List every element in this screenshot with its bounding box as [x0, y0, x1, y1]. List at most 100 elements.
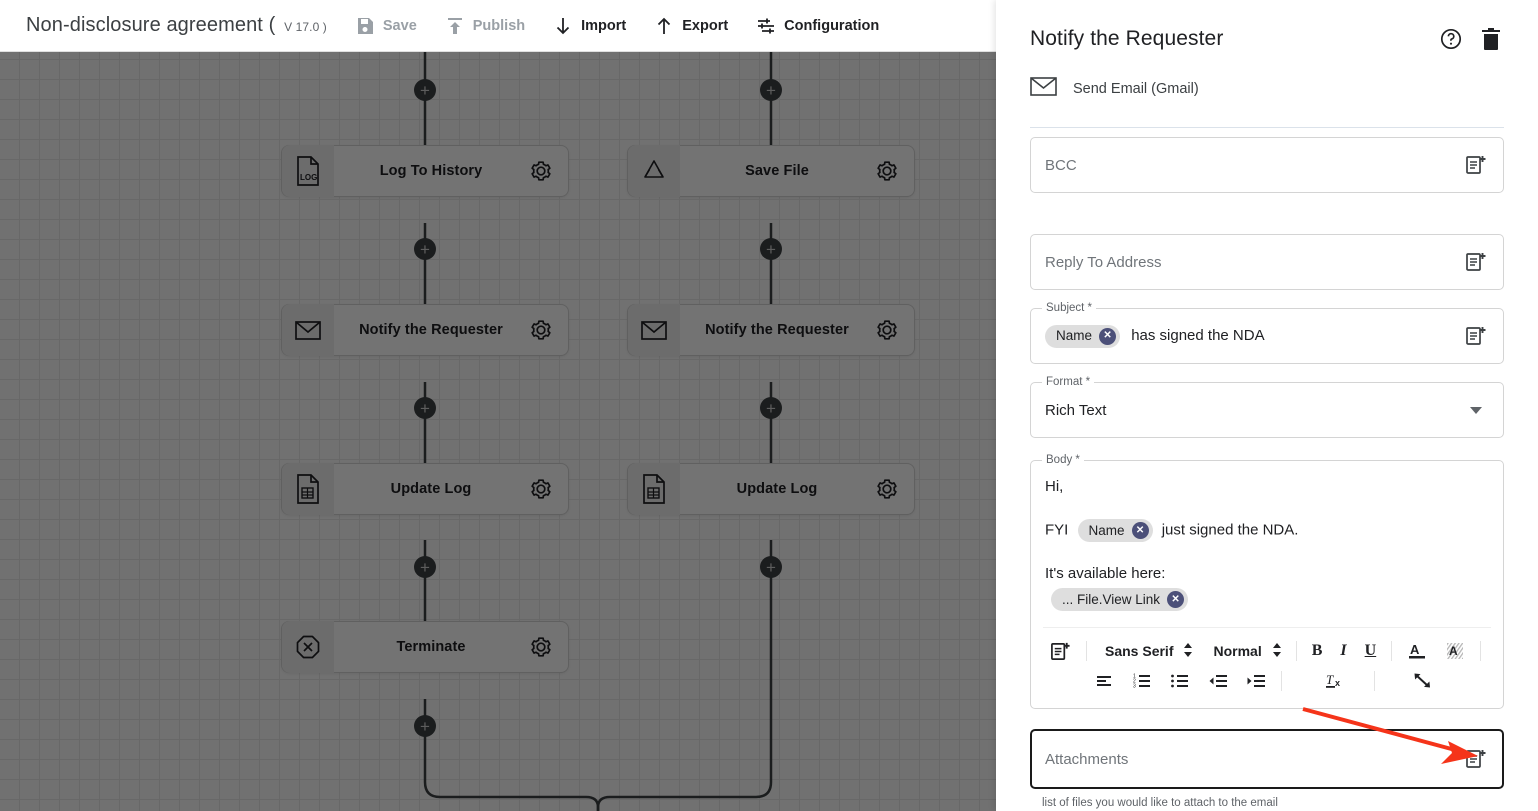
workflow-node-update-log-left[interactable]: Update Log [281, 463, 569, 515]
bullet-list-icon[interactable] [1161, 667, 1199, 695]
import-button[interactable]: Import [553, 16, 626, 36]
chip-label: Name [1088, 522, 1125, 538]
workflow-canvas[interactable]: LOG Log To History Save File [0, 0, 996, 811]
gear-icon[interactable] [528, 317, 554, 343]
spreadsheet-icon [282, 463, 334, 515]
svg-text:2: 2 [1133, 679, 1136, 685]
subject-value: Name ✕ has signed the NDA [1045, 324, 1463, 348]
chevron-down-icon[interactable] [1463, 397, 1489, 423]
export-button[interactable]: Export [654, 16, 728, 36]
reply-to-address-field[interactable]: Reply To Address [1030, 234, 1504, 290]
google-drive-icon [628, 145, 680, 197]
highlight-color-icon[interactable]: A [1436, 637, 1474, 665]
insert-variable-icon[interactable] [1463, 323, 1489, 349]
body-editor-content[interactable]: Hi, FYI Name✕ just signed the NDA. It's … [1031, 461, 1503, 617]
attachments-field[interactable]: Attachments [1030, 729, 1504, 789]
insert-variable-icon[interactable] [1463, 152, 1489, 178]
gear-icon[interactable] [874, 158, 900, 184]
font-size-value: Normal [1213, 643, 1262, 659]
tune-sliders-icon [756, 16, 776, 36]
svg-text:A: A [1410, 642, 1420, 657]
bcc-field[interactable]: BCC [1030, 137, 1504, 193]
variable-chip-file-view-link[interactable]: ... File.View Link✕ [1051, 588, 1189, 611]
body-line-3: It's available here: [1045, 565, 1166, 582]
expand-icon[interactable] [1403, 667, 1443, 695]
font-family-value: Sans Serif [1105, 643, 1174, 659]
publish-button[interactable]: Publish [445, 16, 525, 36]
gear-icon[interactable] [528, 158, 554, 184]
close-icon[interactable]: ✕ [1099, 327, 1117, 345]
editor-divider [1043, 627, 1491, 628]
format-select[interactable]: Format * Rich Text [1030, 376, 1504, 438]
variable-chip-name[interactable]: Name ✕ [1045, 324, 1121, 348]
editor-toolbar: Non-disclosure agreement ( V 17.0 ) Save… [0, 0, 996, 52]
save-disk-icon [355, 16, 375, 36]
workflow-node-save-file[interactable]: Save File [627, 145, 915, 197]
add-step-button[interactable]: + [414, 715, 436, 737]
download-arrow-icon [553, 16, 573, 36]
text-color-icon[interactable]: A [1398, 637, 1436, 665]
document-version: V 17.0 ) [284, 20, 327, 34]
terminate-icon [282, 621, 334, 673]
add-step-button[interactable]: + [760, 79, 782, 101]
node-label: Notify the Requester [359, 322, 503, 338]
body-field[interactable]: Body * Hi, FYI Name✕ just signed the NDA… [1030, 454, 1504, 709]
outdent-icon[interactable] [1199, 667, 1237, 695]
panel-form: BCC Reply To Address Subject * [996, 128, 1538, 811]
gear-icon[interactable] [528, 634, 554, 660]
node-label: Log To History [379, 163, 483, 179]
bcc-placeholder: BCC [1045, 156, 1077, 174]
panel-header: Notify the Requester Send Email (Gmail) [996, 0, 1538, 128]
panel-title: Notify the Requester [1030, 27, 1224, 50]
trash-icon[interactable] [1478, 26, 1504, 52]
add-step-button[interactable]: + [414, 79, 436, 101]
subject-field[interactable]: Subject * Name ✕ has signed the NDA [1030, 302, 1504, 364]
save-button[interactable]: Save [355, 16, 417, 36]
workflow-node-notify-requester-left[interactable]: Notify the Requester [281, 304, 569, 356]
workflow-node-update-log-right[interactable]: Update Log [627, 463, 915, 515]
close-icon[interactable]: ✕ [1167, 591, 1185, 608]
underline-button[interactable]: U [1364, 642, 1377, 659]
gear-icon[interactable] [528, 476, 554, 502]
insert-variable-icon[interactable] [1463, 746, 1489, 772]
font-size-select[interactable]: Normal [1201, 642, 1289, 661]
rich-text-toolbar: Sans Serif Normal B [1031, 628, 1503, 708]
add-step-button[interactable]: + [760, 238, 782, 260]
add-step-button[interactable]: + [760, 556, 782, 578]
insert-variable-icon[interactable] [1463, 249, 1489, 275]
workflow-graph: LOG Log To History Save File [0, 52, 996, 811]
italic-button[interactable]: I [1340, 642, 1347, 659]
upload-arrow-icon [654, 16, 674, 36]
add-step-button[interactable]: + [414, 397, 436, 419]
insert-variable-icon[interactable] [1041, 637, 1080, 665]
bold-button[interactable]: B [1311, 642, 1323, 659]
gear-icon[interactable] [874, 317, 900, 343]
step-config-panel: Notify the Requester Send Email (Gmail) [996, 0, 1538, 811]
save-label: Save [382, 17, 417, 34]
workflow-node-terminate[interactable]: Terminate [281, 621, 569, 673]
subject-legend: Subject * [1042, 302, 1097, 314]
workflow-node-log-to-history[interactable]: LOG Log To History [281, 145, 569, 197]
reply-to-placeholder: Reply To Address [1045, 253, 1162, 271]
configuration-button[interactable]: Configuration [756, 16, 879, 36]
envelope-icon [1030, 76, 1057, 102]
gear-icon[interactable] [874, 476, 900, 502]
chip-label: Name [1056, 328, 1093, 344]
add-step-button[interactable]: + [760, 397, 782, 419]
add-step-button[interactable]: + [414, 238, 436, 260]
close-icon[interactable]: ✕ [1131, 522, 1149, 539]
align-left-icon[interactable] [1085, 667, 1123, 695]
font-family-select[interactable]: Sans Serif [1093, 642, 1201, 661]
node-label: Notify the Requester [705, 322, 849, 338]
panel-action-label: Send Email (Gmail) [1073, 81, 1199, 97]
svg-text:1: 1 [1133, 674, 1136, 680]
add-step-button[interactable]: + [414, 556, 436, 578]
help-circle-icon[interactable] [1438, 26, 1464, 52]
workflow-node-notify-requester-right[interactable]: Notify the Requester [627, 304, 915, 356]
subject-text: has signed the NDA [1131, 326, 1265, 344]
indent-icon[interactable] [1237, 667, 1275, 695]
variable-chip-name[interactable]: Name ✕ [1077, 519, 1153, 542]
